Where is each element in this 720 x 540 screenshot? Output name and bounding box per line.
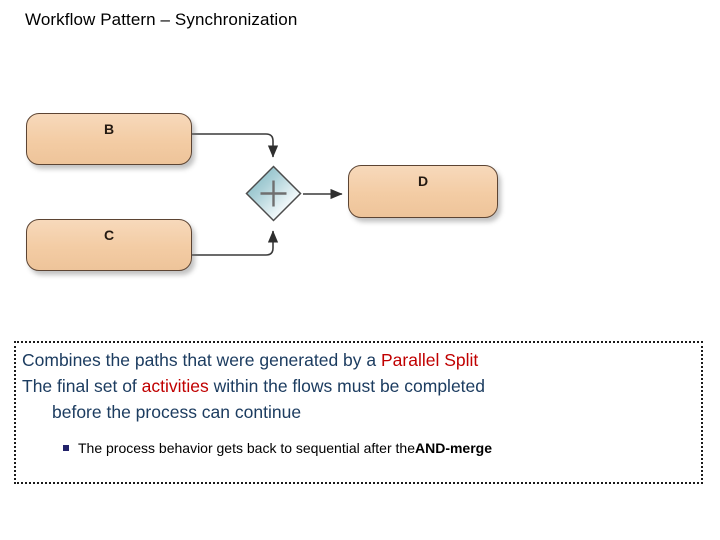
- task-node-d[interactable]: D: [348, 165, 498, 218]
- description-line-3-text: before the process can continue: [52, 402, 302, 422]
- page-title: Workflow Pattern – Synchronization: [25, 10, 298, 29]
- description-line-3: before the process can continue: [22, 399, 695, 425]
- description-line-2-text-before: The final set of: [22, 376, 142, 396]
- workflow-diagram: B C D: [0, 95, 720, 295]
- description-sub-bullet-text: The process behavior gets back to sequen…: [78, 440, 415, 456]
- gateway-plus-icon: [260, 180, 287, 207]
- square-bullet-icon: [63, 445, 69, 451]
- edge-b-to-gateway: [192, 133, 279, 158]
- task-node-c[interactable]: C: [26, 219, 192, 271]
- description-line-1: Combines the paths that were generated b…: [22, 347, 695, 373]
- task-node-b[interactable]: B: [26, 113, 192, 165]
- and-join-gateway[interactable]: [245, 165, 302, 222]
- description-sub-bullet-line: The process behavior gets back to sequen…: [22, 438, 695, 458]
- description-text-box: Combines the paths that were generated b…: [14, 341, 703, 484]
- task-node-b-label: B: [103, 121, 115, 137]
- description-sub-bullet-strong: AND-merge: [414, 440, 492, 456]
- description-line-1-text: Combines the paths that were generated b…: [22, 350, 381, 370]
- edge-c-to-gateway: [192, 230, 279, 256]
- description-line-2-highlight: activities: [141, 376, 209, 396]
- description-line-1-highlight: Parallel Split: [380, 350, 479, 370]
- task-node-c-label: C: [103, 227, 115, 243]
- task-node-d-label: D: [417, 173, 429, 189]
- description-line-2: The final set of activities within the f…: [22, 373, 695, 399]
- description-line-2-text-after: within the flows must be completed: [208, 376, 486, 396]
